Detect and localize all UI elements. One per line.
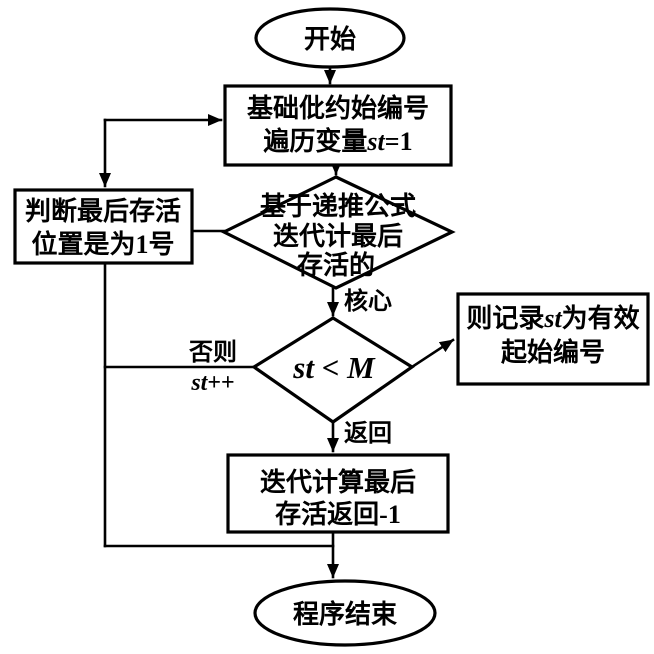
record-label-line1: 则记录st为有效 [466,303,639,333]
judge-process-shape [13,188,194,265]
iterate-process-shape [226,453,450,534]
record-line1-prefix: 则记录 [466,304,544,333]
init-line2-suffix: =1 [385,127,413,156]
edge-label-no: 否则 [188,339,237,366]
iterate-label-line1: 迭代计算最后 [260,467,416,497]
record-line1-variable: st [543,304,562,333]
recurse-label-line3: 存活的 [297,250,375,280]
recurse-label-line2: 迭代计最后 [273,222,403,251]
edge-label-return: 返回 [344,420,392,447]
iterate-label-line2: 存活返回-1 [275,500,401,529]
end-terminator-shape [253,579,437,647]
edge-label-increment: st++ [190,370,234,396]
init-label-line1: 基础仳约始编号 [247,93,429,123]
judge-label-line2: 位置是为1号 [31,229,174,259]
init-label-line2: 遍历变量st=1 [263,126,412,156]
increment-variable: st [190,370,208,396]
record-label-line2: 起始编号 [501,337,605,367]
end-label: 程序结束 [293,599,398,629]
init-line2-prefix: 遍历变量 [263,126,367,156]
increment-operator: ++ [207,370,234,396]
init-process-shape [223,84,453,167]
recurse-label-line1: 基于递推公式 [260,191,416,221]
cond-label: st < M [292,350,376,385]
record-process-shape [456,292,650,386]
judge-label-line1: 判断最后存活 [25,196,181,226]
cond-decision-shape [251,316,415,424]
edge-label-core: 核心 [344,287,392,315]
init-line2-variable: st [366,127,385,156]
arrow-cond-to-record [410,338,455,369]
recurse-decision-shape [220,175,456,290]
start-terminator-shape [254,7,406,69]
start-label: 开始 [304,25,356,54]
record-line1-suffix: 为有效 [562,303,640,333]
